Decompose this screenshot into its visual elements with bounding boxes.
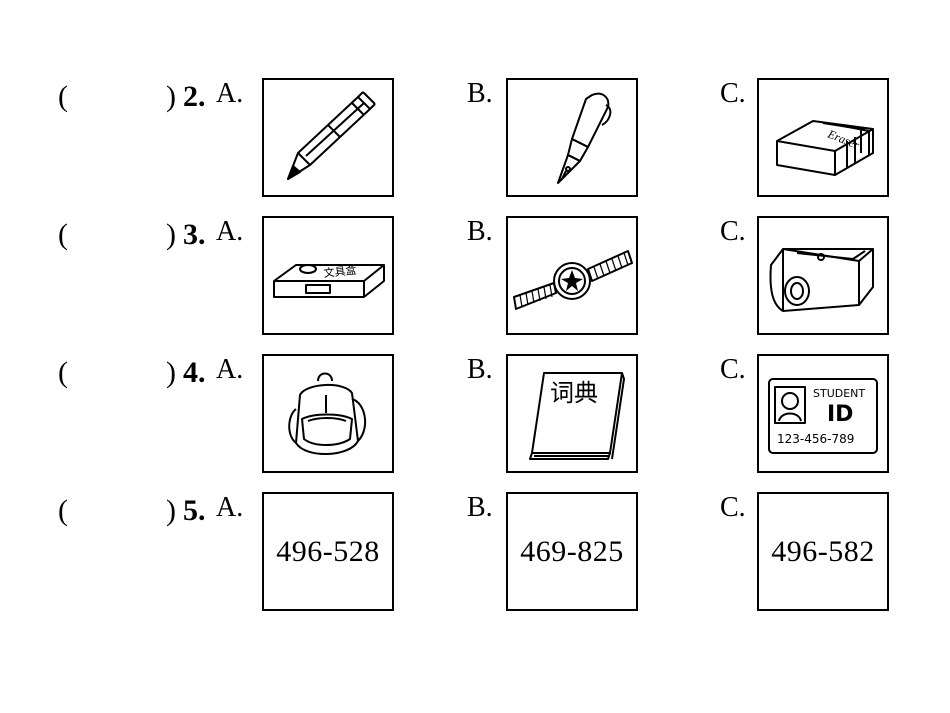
phone-number-text: 496-528 [276,534,380,568]
option-label-b: B. [467,78,493,109]
option-box-b[interactable] [506,78,638,197]
student-id-card-icon: STUDENT ID 123-456-789 [768,377,878,454]
id-card-student-text: STUDENT [813,387,865,400]
answer-paren-close: ) [166,218,176,251]
question-row-4: ( ) 4. A. B. 词典 C. [0,354,950,479]
option-box-a[interactable] [262,78,394,197]
option-label-c: C. [720,354,746,385]
pencil-icon [287,90,376,180]
option-label-b: B. [467,492,493,523]
option-label-a: A. [216,354,244,385]
option-label-b: B. [467,216,493,247]
dictionary-title: 词典 [550,379,598,407]
option-box-c[interactable]: 496-582 [757,492,889,611]
option-box-b[interactable]: 469-825 [506,492,638,611]
answer-paren-open: ( [58,356,68,389]
phone-number-text: 469-825 [520,534,624,568]
answer-paren-close: ) [166,80,176,113]
option-box-a[interactable]: 文具盒 [262,216,394,335]
watch-icon [513,249,633,310]
option-box-c[interactable]: STUDENT ID 123-456-789 [757,354,889,473]
option-label-a: A. [216,492,244,523]
option-box-b[interactable] [506,216,638,335]
option-label-a: A. [216,216,244,247]
eraser-brand-text: Eraser [825,126,862,152]
fountain-pen-icon [557,92,612,184]
pencil-sharpener-icon [769,247,874,312]
pencil-box-icon: 文具盒 [273,262,385,298]
question-row-3: ( ) 3. A. 文具盒 B. [0,216,950,341]
option-box-c[interactable]: Eraser [757,78,889,197]
question-number: 5. [183,494,206,527]
option-box-a[interactable]: 496-528 [262,492,394,611]
question-row-2: ( ) 2. A. B. [0,78,950,203]
dictionary-icon: 词典 [529,371,625,460]
id-card-number-text: 123-456-789 [777,432,854,446]
question-row-5: ( ) 5. A. 496-528 B. 469-825 C. 496-582 [0,492,950,617]
option-label-a: A. [216,78,244,109]
eraser-icon: Eraser [776,119,874,176]
answer-paren-open: ( [58,218,68,251]
option-box-c[interactable] [757,216,889,335]
id-card-id-text: ID [827,402,853,427]
pencil-box-label: 文具盒 [323,262,357,279]
answer-paren-close: ) [166,356,176,389]
question-number: 2. [183,80,206,113]
option-box-b[interactable]: 词典 [506,354,638,473]
option-label-c: C. [720,78,746,109]
question-number: 3. [183,218,206,251]
option-label-c: C. [720,216,746,247]
option-box-a[interactable] [262,354,394,473]
phone-number-text: 496-582 [771,534,875,568]
option-label-b: B. [467,354,493,385]
answer-paren-open: ( [58,80,68,113]
option-label-c: C. [720,492,746,523]
answer-paren-open: ( [58,494,68,527]
backpack-icon [288,372,367,455]
question-number: 4. [183,356,206,389]
answer-paren-close: ) [166,494,176,527]
